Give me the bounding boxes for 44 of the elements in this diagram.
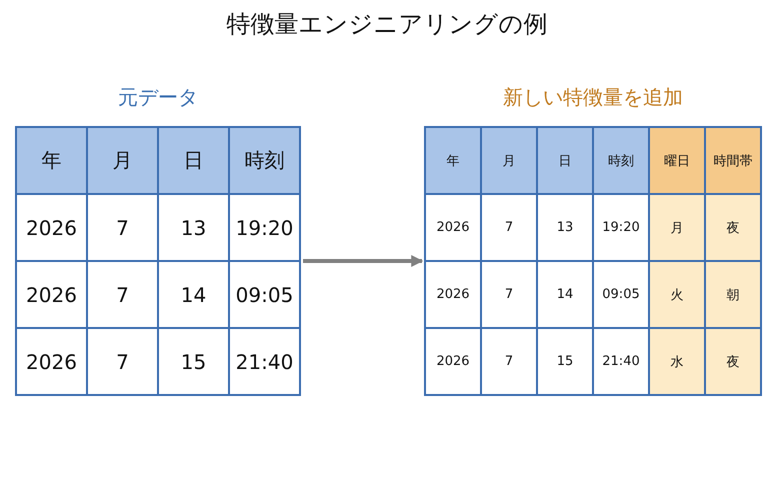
header-cell: 月 xyxy=(481,127,537,194)
data-cell: 13 xyxy=(158,194,229,261)
data-cell: 09:05 xyxy=(593,261,649,328)
header-cell: 年 xyxy=(16,127,87,194)
arrow xyxy=(303,255,424,267)
header-cell: 日 xyxy=(537,127,593,194)
data-cell: 2026 xyxy=(16,194,87,261)
data-cell: 水 xyxy=(649,328,705,395)
header-cell: 月 xyxy=(87,127,158,194)
data-cell: 2026 xyxy=(425,194,481,261)
data-cell: 夜 xyxy=(705,328,761,395)
data-cell: 7 xyxy=(481,328,537,395)
data-cell: 夜 xyxy=(705,194,761,261)
data-cell: 13 xyxy=(537,194,593,261)
data-cell: 09:05 xyxy=(229,261,300,328)
data-cell: 月 xyxy=(649,194,705,261)
table-heading: 新しい特徴量を追加 xyxy=(503,84,683,111)
data-cell: 19:20 xyxy=(229,194,300,261)
table-heading: 元データ xyxy=(118,84,198,111)
data-cell: 2026 xyxy=(16,328,87,395)
data-cell: 7 xyxy=(87,328,158,395)
data-cell: 2026 xyxy=(425,261,481,328)
data-cell: 7 xyxy=(87,194,158,261)
header-cell: 時刻 xyxy=(229,127,300,194)
data-cell: 19:20 xyxy=(593,194,649,261)
data-cell: 2026 xyxy=(425,328,481,395)
diagram-title: 特徴量エンジニアリングの例 xyxy=(226,9,548,40)
data-cell: 朝 xyxy=(705,261,761,328)
data-cell: 15 xyxy=(158,328,229,395)
header-cell: 日 xyxy=(158,127,229,194)
header-cell: 年 xyxy=(425,127,481,194)
header-cell: 時刻 xyxy=(593,127,649,194)
header-cell: 時間帯 xyxy=(705,127,761,194)
data-cell: 7 xyxy=(87,261,158,328)
data-cell: 火 xyxy=(649,261,705,328)
data-cell: 14 xyxy=(158,261,229,328)
data-cell: 14 xyxy=(537,261,593,328)
data-cell: 7 xyxy=(481,261,537,328)
data-cell: 7 xyxy=(481,194,537,261)
data-cell: 15 xyxy=(537,328,593,395)
data-cell: 2026 xyxy=(16,261,87,328)
data-cell: 21:40 xyxy=(593,328,649,395)
data-cell: 21:40 xyxy=(229,328,300,395)
header-cell: 曜日 xyxy=(649,127,705,194)
